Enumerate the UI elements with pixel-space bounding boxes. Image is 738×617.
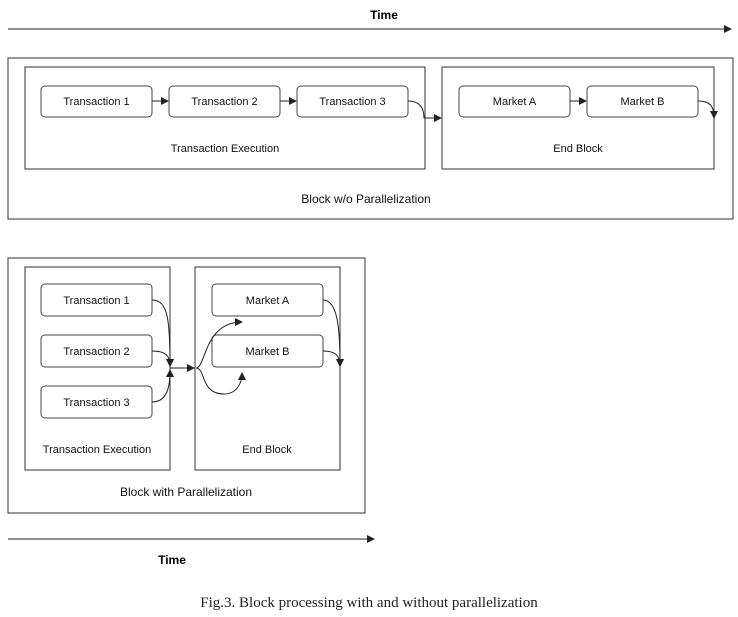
parallel-block-container [7,257,366,514]
sequential-transaction-3-label: Transaction 3 [319,96,385,108]
parallel-end-group [194,266,341,471]
seq-edge-t3-market-a [407,100,442,122]
sequential-transaction-1-label: Transaction 1 [63,96,129,108]
par-edge-to-market-a [195,318,243,369]
sequential-market-a-label: Market A [493,96,537,108]
sequential-block-container [7,57,734,220]
sequential-end-group-label: End Block [553,143,603,155]
parallel-end-group-label: End Block [242,444,292,456]
par-edge-market-a-end [322,299,344,367]
par-edge-market-b-end [322,350,344,367]
sequential-container-label: Block w/o Parallelization [301,192,430,206]
top-time-label: Time [370,8,398,22]
seq-edge-market-b-end [697,100,718,119]
par-edge-t1-join [151,299,174,367]
parallel-transaction-3-label: Transaction 3 [63,397,129,409]
bottom-time-label: Time [158,553,186,567]
parallel-execution-group-label: Transaction Execution [43,444,151,456]
parallel-transaction-1-label: Transaction 1 [63,295,129,307]
sequential-transaction-2-label: Transaction 2 [191,96,257,108]
parallel-market-a-label: Market A [246,295,290,307]
sequential-execution-group-label: Transaction Execution [171,143,279,155]
parallel-transaction-2-label: Transaction 2 [63,346,129,358]
sequential-market-b-label: Market B [620,96,664,108]
par-edge-t3-join [151,369,174,403]
par-edge-t2-join [151,350,174,367]
parallel-container-label: Block with Parallelization [120,485,252,499]
figure-caption: Fig.3. Block processing with and without… [200,595,538,611]
parallel-market-b-label: Market B [245,346,289,358]
par-edge-to-market-b [195,367,246,395]
